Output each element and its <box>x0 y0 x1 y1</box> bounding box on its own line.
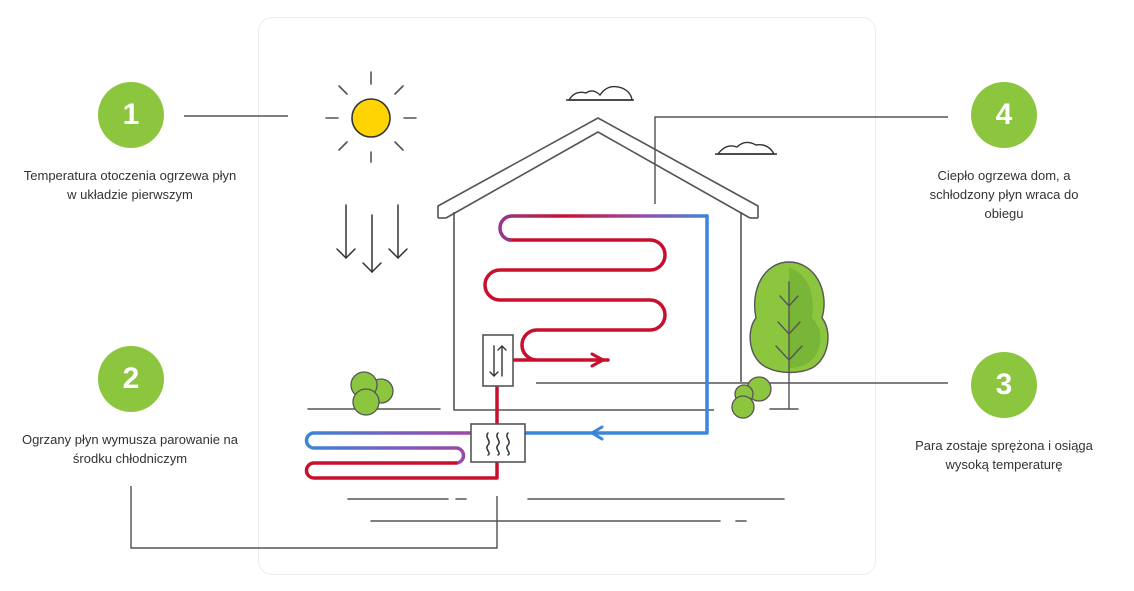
cloud-icon <box>566 85 777 155</box>
step-1-badge: 1 <box>98 82 164 148</box>
house-outline <box>437 117 759 411</box>
cold-return-pipe <box>523 214 709 435</box>
connector-step-2 <box>130 486 498 549</box>
heat-exchanger-icon <box>470 423 526 463</box>
step-3-caption: Para zostaje sprężona i osiąga wysoką te… <box>915 438 1093 472</box>
connector-step-4 <box>654 116 948 204</box>
arrow-cold-icon <box>590 425 604 441</box>
arrow-hot-icon <box>590 352 605 368</box>
step-4-badge: 4 <box>971 82 1037 148</box>
ground-lines <box>307 408 799 522</box>
ground-loop-red-pipe <box>304 460 499 480</box>
hot-coil-pipe <box>483 238 667 362</box>
step-2-badge: 2 <box>98 346 164 412</box>
step-2-caption: Ogrzany płyn wymusza parowanie na środku… <box>21 432 239 466</box>
step-4-caption: Ciepło ogrzewa dom, a schłodzony płyn wr… <box>929 168 1079 221</box>
heat-arrows-icon <box>336 204 408 274</box>
ground-loop-blue-pipe <box>304 431 473 465</box>
hot-coil-gradient-pipe <box>498 214 709 242</box>
step-1-caption: Temperatura otoczenia ogrzewa płyn w ukł… <box>23 168 237 202</box>
bush-icon <box>350 371 772 419</box>
compressor-icon <box>482 334 514 387</box>
connector-lines <box>130 115 948 549</box>
step-3-badge: 3 <box>971 352 1037 418</box>
tree-icon <box>749 261 829 410</box>
sun-icon <box>325 71 417 163</box>
